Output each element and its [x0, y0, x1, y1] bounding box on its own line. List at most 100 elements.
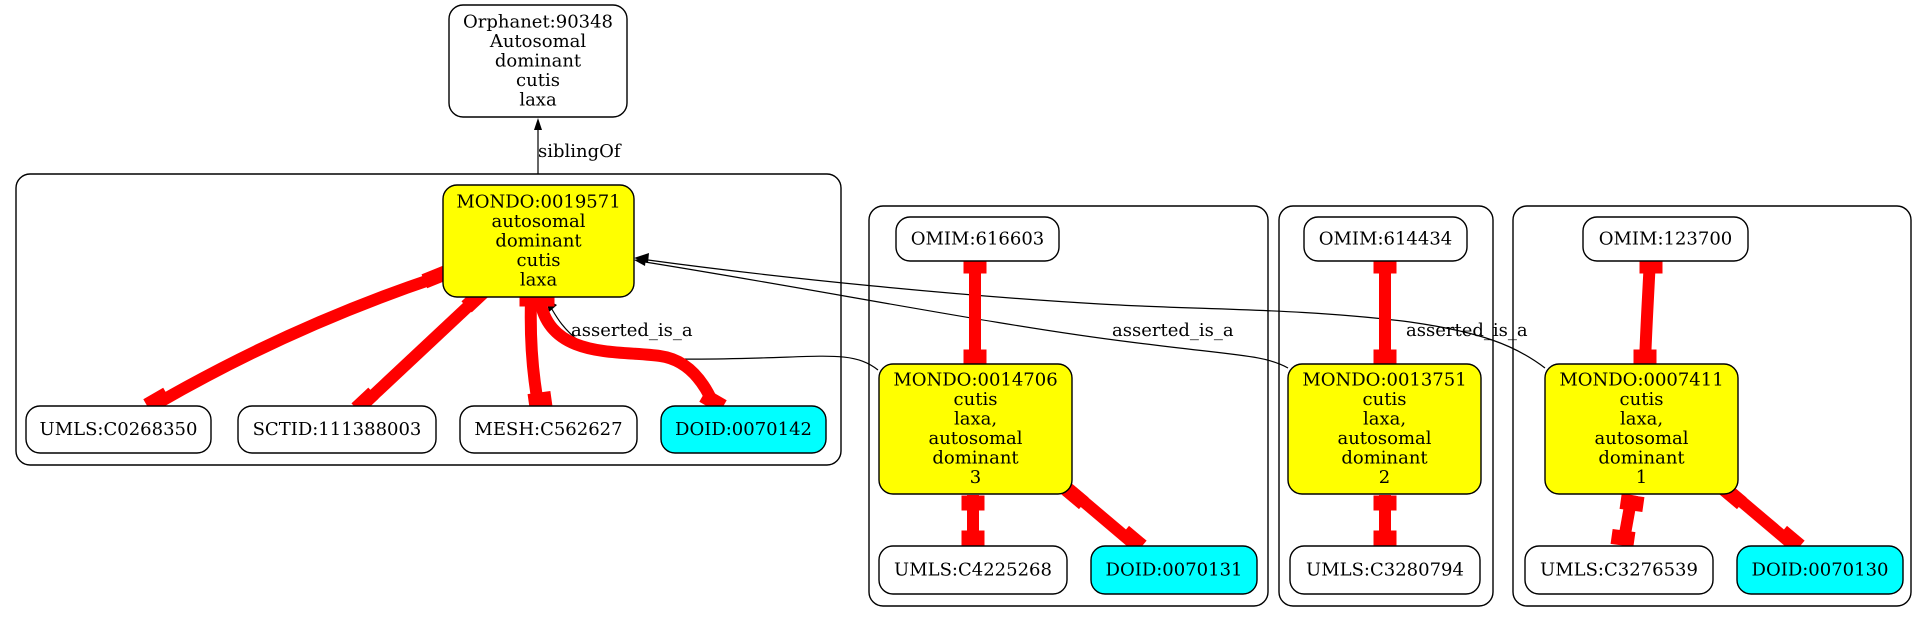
- node-umls-c0268350[interactable]: UMLS:C0268350: [25, 405, 212, 454]
- edge-xref-doid-0070142[interactable]: [534, 298, 719, 406]
- node-doid-0070130-box: [1736, 545, 1904, 595]
- cluster-mondo-0007411: [1512, 205, 1912, 607]
- node-mondo-0007411-box: [1544, 363, 1739, 495]
- edge-xref-omim-123700[interactable]: [1639, 257, 1656, 365]
- node-umls-c3280794-box: [1289, 545, 1481, 595]
- tee-umls-c3276539-top: [1619, 493, 1645, 513]
- node-id-label: UMLS:C4225268: [894, 559, 1052, 580]
- node-doid-0070142[interactable]: DOID:0070142: [660, 405, 827, 454]
- node-omim-614434[interactable]: OMIM:614434: [1303, 216, 1468, 262]
- node-sctid-111388003-box: [237, 405, 437, 454]
- node-id-label: UMLS:C3276539: [1540, 559, 1698, 580]
- node-id-label: MONDO:0019571: [456, 191, 620, 212]
- node-id-label: Orphanet:90348: [463, 11, 613, 32]
- node-name-line: Autosomal: [489, 31, 587, 52]
- edge-asserted-is-a-0013751[interactable]: [644, 261, 1289, 369]
- edge-xref-mesh-c562627[interactable]: [524, 299, 544, 405]
- node-omim-616603-box: [895, 216, 1060, 262]
- edge-label-sibling-of: siblingOf: [538, 141, 622, 162]
- node-id-label: DOID:0070131: [1106, 559, 1243, 580]
- cluster-mondo-0013751: [1278, 205, 1494, 607]
- edge-label-asserted-is-a-1: asserted_is_a: [571, 320, 693, 341]
- node-name-line: autosomal: [491, 211, 585, 232]
- node-mondo-0014706-box: [878, 363, 1073, 495]
- node-mesh-c562627-box: [459, 405, 638, 454]
- node-orphanet-90348-box: [448, 4, 628, 118]
- node-name-line: cutis: [517, 250, 561, 271]
- edge-xref-sctid-111388003[interactable]: [360, 295, 480, 408]
- node-id-label: OMIM:123700: [1599, 228, 1733, 249]
- node-name-line: 1: [1636, 467, 1647, 488]
- node-mondo-0014706[interactable]: MONDO:0014706cutislaxa,autosomaldominant…: [878, 363, 1073, 495]
- cluster-mondo-0014706: [868, 205, 1269, 607]
- node-sctid-111388003[interactable]: SCTID:111388003: [237, 405, 437, 454]
- node-omim-616603[interactable]: OMIM:616603: [895, 216, 1060, 262]
- tee-umls-c4225268-bottom: [961, 530, 985, 546]
- node-name-line: 2: [1379, 467, 1390, 488]
- tee-omim-123700-bottom: [1633, 349, 1657, 365]
- node-umls-c3276539-box: [1524, 545, 1714, 595]
- node-name-line: laxa: [519, 89, 557, 110]
- node-id-label: OMIM:614434: [1319, 228, 1453, 249]
- node-name-line: cutis: [1363, 389, 1407, 410]
- tee-omim-614434-bottom: [1373, 349, 1397, 365]
- node-name-line: autosomal: [1594, 428, 1688, 449]
- node-name-line: cutis: [954, 389, 998, 410]
- node-name-line: autosomal: [1337, 428, 1431, 449]
- node-name-line: dominant: [495, 50, 582, 71]
- node-umls-c3276539[interactable]: UMLS:C3276539: [1524, 545, 1714, 595]
- node-mondo-0013751[interactable]: MONDO:0013751cutislaxa,autosomaldominant…: [1287, 363, 1482, 495]
- node-id-label: UMLS:C0268350: [40, 419, 198, 440]
- node-name-line: autosomal: [928, 428, 1022, 449]
- node-mesh-c562627[interactable]: MESH:C562627: [459, 405, 638, 454]
- node-id-label: MONDO:0014706: [893, 370, 1057, 391]
- node-id-label: MONDO:0007411: [1559, 370, 1723, 391]
- node-name-line: laxa,: [1363, 409, 1406, 430]
- node-name-line: dominant: [1341, 448, 1428, 469]
- node-mondo-0013751-box: [1287, 363, 1482, 495]
- node-name-line: laxa,: [1620, 409, 1663, 430]
- node-omim-614434-box: [1303, 216, 1468, 262]
- cluster-mondo-0019571: [15, 173, 842, 466]
- edge-label-asserted-is-a-2: asserted_is_a: [1112, 320, 1234, 341]
- node-id-label: OMIM:616603: [911, 228, 1045, 249]
- tee-umls-c4225268-top: [961, 495, 985, 511]
- node-omim-123700-box: [1582, 216, 1749, 262]
- node-umls-c4225268[interactable]: UMLS:C4225268: [878, 545, 1068, 595]
- node-mondo-0007411[interactable]: MONDO:0007411cutislaxa,autosomaldominant…: [1544, 363, 1739, 495]
- node-doid-0070131[interactable]: DOID:0070131: [1090, 545, 1258, 595]
- tee-umls-c3280794-top: [1373, 495, 1397, 511]
- node-name-line: cutis: [1620, 389, 1664, 410]
- node-name-line: dominant: [932, 448, 1019, 469]
- tee-umls-c3280794-bottom: [1373, 530, 1397, 546]
- node-id-label: DOID:0070130: [1752, 559, 1889, 580]
- edge-label-asserted-is-a-3: asserted_is_a: [1406, 320, 1528, 341]
- node-name-line: cutis: [516, 70, 560, 91]
- node-omim-123700[interactable]: OMIM:123700: [1582, 216, 1749, 262]
- edge-xref-umls-c0268350[interactable]: [155, 272, 437, 409]
- arrowhead-sibling-of: [534, 118, 542, 130]
- node-umls-c3280794[interactable]: UMLS:C3280794: [1289, 545, 1481, 595]
- nodes: Orphanet:90348Autosomaldominantcutislaxa…: [25, 4, 1904, 595]
- node-id-label: MESH:C562627: [474, 419, 622, 440]
- node-id-label: DOID:0070142: [675, 419, 812, 440]
- arrowhead-asserted-is-a-0007411: [634, 253, 649, 263]
- tee-umls-c3276539-bottom: [1610, 528, 1636, 548]
- node-id-label: SCTID:111388003: [253, 419, 422, 440]
- relation-edges: [534, 118, 1546, 371]
- node-name-line: dominant: [495, 230, 582, 251]
- edge-asserted-is-a-0007411[interactable]: [647, 259, 1546, 369]
- node-id-label: UMLS:C3280794: [1306, 559, 1464, 580]
- xref-edges: [143, 257, 1805, 553]
- node-name-line: 3: [970, 467, 981, 488]
- node-name-line: laxa,: [954, 409, 997, 430]
- node-name-line: dominant: [1598, 448, 1685, 469]
- node-doid-0070131-box: [1090, 545, 1258, 595]
- node-id-label: MONDO:0013751: [1302, 370, 1466, 391]
- node-doid-0070142-box: [660, 405, 827, 454]
- node-doid-0070130[interactable]: DOID:0070130: [1736, 545, 1904, 595]
- node-mondo-0019571-box: [442, 184, 635, 298]
